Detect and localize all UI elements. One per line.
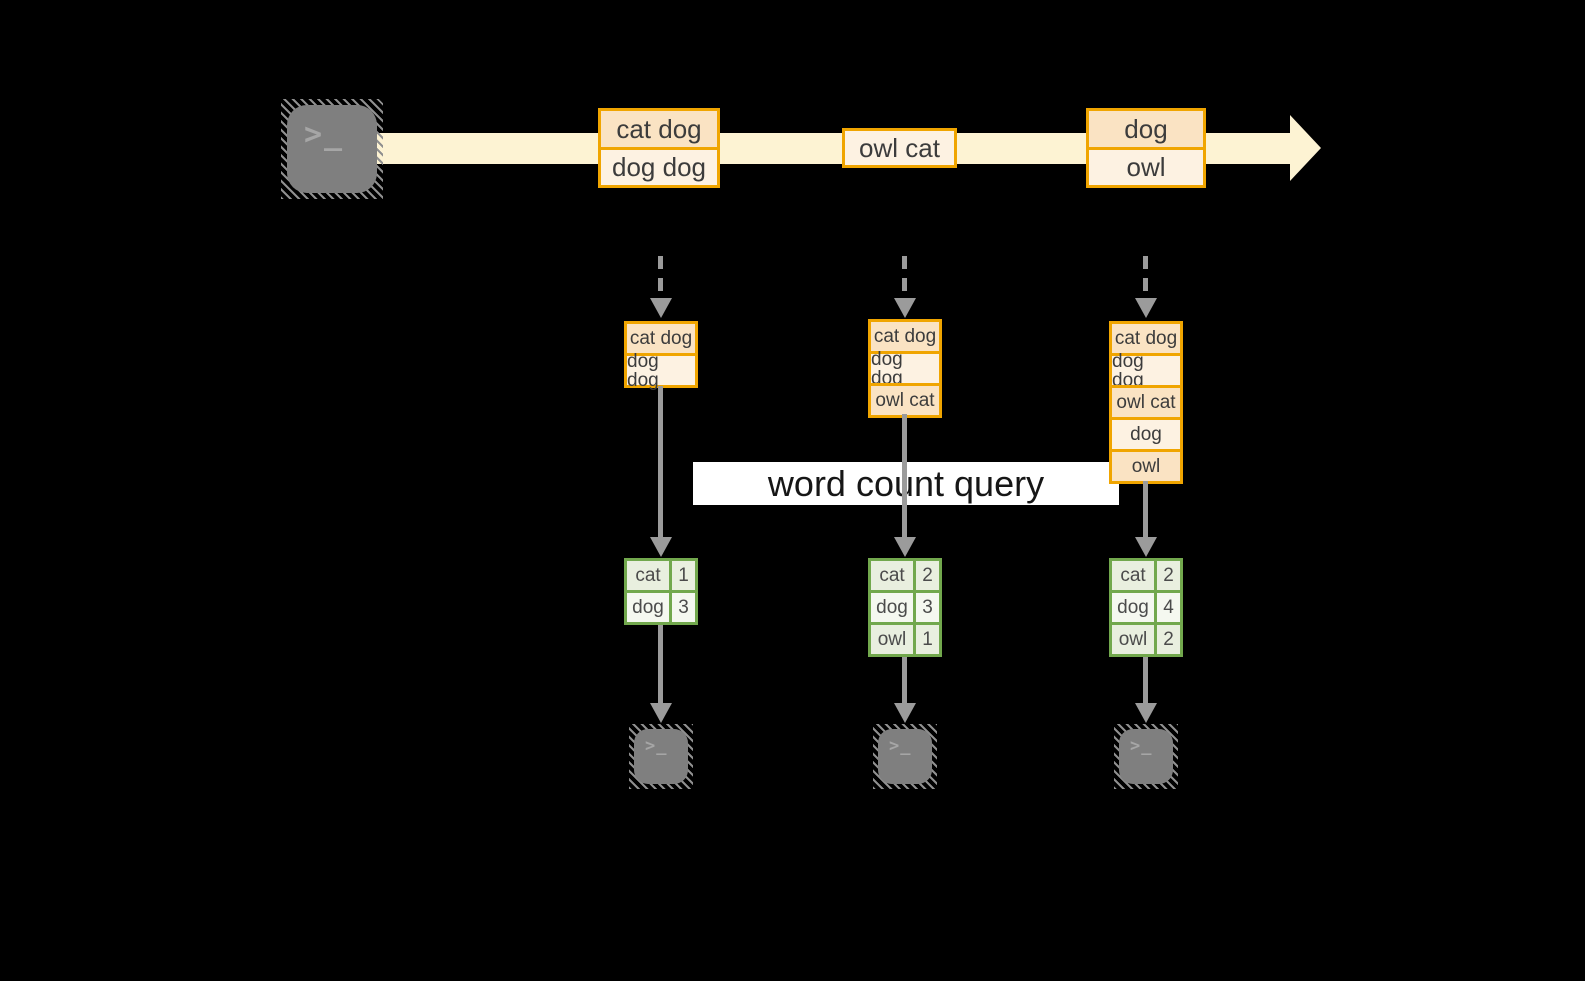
arrow-head <box>1135 703 1157 723</box>
count-table-3: cat 2 dog 4 owl 2 <box>1109 558 1183 657</box>
record: owl cat <box>1112 385 1180 417</box>
arrow-line <box>902 657 907 703</box>
count-value: 4 <box>1163 596 1174 618</box>
dashed-arrow-head <box>650 298 672 318</box>
record: cat dog <box>871 322 939 351</box>
message-line: owl <box>1089 146 1203 185</box>
arrow-line <box>658 386 663 538</box>
arrow-line <box>1143 657 1148 703</box>
count-word: cat <box>627 561 672 590</box>
message-line: dog dog <box>601 146 717 185</box>
terminal-body: >_ <box>287 105 377 193</box>
terminal-body: >_ <box>634 729 688 784</box>
terminal-prompt-icon: >_ <box>1130 736 1153 756</box>
record: owl cat <box>871 383 939 415</box>
message-line: dog <box>1089 111 1203 147</box>
dashed-arrow-head <box>894 298 916 318</box>
count-row: dog 3 <box>871 590 939 622</box>
terminal-prompt-icon: >_ <box>889 736 912 756</box>
terminal-prompt-icon: >_ <box>304 117 345 152</box>
count-value: 3 <box>922 596 933 618</box>
terminal-body: >_ <box>878 729 932 784</box>
count-word: cat <box>1112 561 1157 590</box>
count-value: 3 <box>678 596 689 618</box>
count-word: owl <box>871 625 916 654</box>
count-value: 2 <box>1163 564 1174 586</box>
count-word: owl <box>1112 625 1157 654</box>
count-row: cat 1 <box>627 561 695 590</box>
count-value: 1 <box>678 564 689 586</box>
arrow-head <box>894 703 916 723</box>
count-word: dog <box>1112 593 1157 622</box>
message-line: cat dog <box>601 111 717 147</box>
count-table-1: cat 1 dog 3 <box>624 558 698 625</box>
arrow-head <box>1135 537 1157 557</box>
dashed-arrow-line <box>658 256 663 300</box>
record: cat dog <box>627 324 695 353</box>
count-row: owl 2 <box>1112 622 1180 654</box>
message-line: owl cat <box>845 131 954 165</box>
count-value: 2 <box>922 564 933 586</box>
count-row: cat 2 <box>1112 561 1180 590</box>
record: dog dog <box>1112 352 1180 390</box>
consumer-terminal-icon-1: >_ <box>629 724 693 789</box>
dashed-arrow-line <box>902 256 907 300</box>
record: cat dog <box>1112 324 1180 353</box>
producer-terminal-icon: >_ <box>281 99 383 199</box>
record: dog dog <box>627 352 695 390</box>
count-word: dog <box>871 593 916 622</box>
consumer-terminal-icon-2: >_ <box>873 724 937 789</box>
dashed-arrow-head <box>1135 298 1157 318</box>
count-word: cat <box>871 561 916 590</box>
terminal-body: >_ <box>1119 729 1173 784</box>
count-word: dog <box>627 593 672 622</box>
arrow-head <box>650 703 672 723</box>
record: dog <box>1112 417 1180 449</box>
count-value: 2 <box>1163 628 1174 650</box>
record: owl <box>1112 449 1180 481</box>
arrow-head <box>650 537 672 557</box>
consumer-terminal-icon-3: >_ <box>1114 724 1178 789</box>
count-value: 1 <box>922 628 933 650</box>
dashed-arrow-line <box>1143 256 1148 300</box>
received-records-2: cat dog dog dog owl cat <box>868 319 942 418</box>
count-row: dog 4 <box>1112 590 1180 622</box>
stream-message-1: cat dog dog dog <box>598 108 720 188</box>
arrow-line <box>658 625 663 703</box>
count-row: cat 2 <box>871 561 939 590</box>
count-table-2: cat 2 dog 3 owl 1 <box>868 558 942 657</box>
stream-message-2: owl cat <box>842 128 957 168</box>
record: dog dog <box>871 350 939 388</box>
arrow-line <box>902 414 907 538</box>
received-records-3: cat dog dog dog owl cat dog owl <box>1109 321 1183 484</box>
arrow-line <box>1143 481 1148 538</box>
count-row: dog 3 <box>627 590 695 622</box>
arrow-head <box>894 537 916 557</box>
stream-arrow-head <box>1290 115 1321 181</box>
received-records-1: cat dog dog dog <box>624 321 698 390</box>
stream-message-3: dog owl <box>1086 108 1206 188</box>
count-row: owl 1 <box>871 622 939 654</box>
terminal-prompt-icon: >_ <box>645 736 668 756</box>
